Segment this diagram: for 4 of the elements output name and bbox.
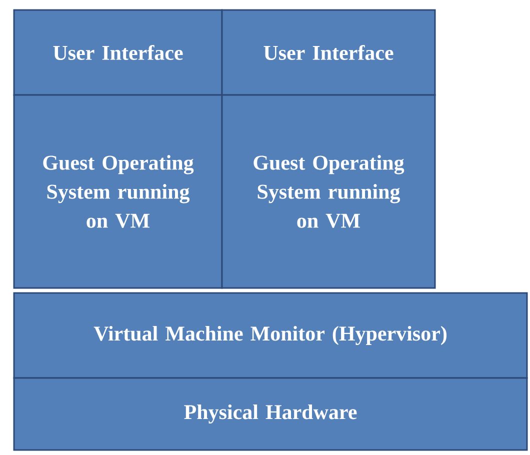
layer-box: User Interface xyxy=(13,9,223,96)
layer-box: User Interface xyxy=(221,9,436,96)
layer-box: Virtual Machine Monitor (Hypervisor) xyxy=(13,292,528,379)
layer-box: Physical Hardware xyxy=(13,377,528,451)
